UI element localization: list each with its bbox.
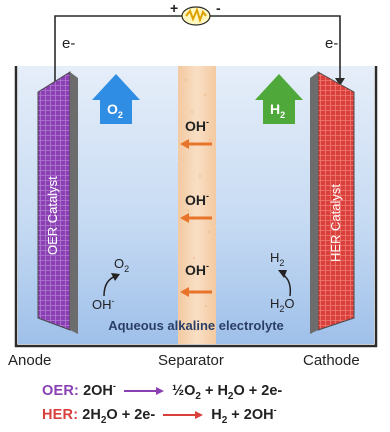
electrolyte-label: Aqueous alkaline electrolyte — [108, 318, 284, 333]
cathode-electrode-edge — [310, 72, 318, 334]
power-supply-icon — [181, 6, 211, 26]
her-equation: HER: 2H2O + 2e- H2 + 2OH- — [42, 405, 277, 426]
separator-name: Separator — [158, 352, 224, 369]
oer-lhs: 2OH- — [83, 381, 116, 399]
separator-ion-arrow — [180, 139, 212, 149]
electron-arrow-cathode — [335, 78, 345, 86]
oer-rhs: ½O2 + H2O + 2e- — [171, 382, 283, 402]
cathode-name: Cathode — [303, 352, 360, 369]
anode-catalyst-label: OER Catalyst — [45, 176, 60, 255]
separator-ion-arrow — [180, 213, 212, 223]
her-rhs: H2 + 2OH- — [211, 405, 277, 426]
separator-ion-label: OH- — [185, 261, 209, 278]
anode-product-label: O2 — [114, 256, 129, 274]
separator-membrane — [178, 66, 216, 344]
anode-electrode-edge — [70, 72, 78, 334]
oer-equation: OER: 2OH- ½O2 + H2O + 2e- — [42, 381, 282, 402]
wire-label-right: e- — [325, 35, 338, 52]
separator-ion-label: OH- — [185, 117, 209, 134]
anode-hydroxide-label: OH- — [92, 296, 115, 312]
container — [14, 66, 378, 348]
oxygen-gas-label: O2 — [107, 101, 123, 120]
oxygen-gas-arrow — [92, 74, 140, 124]
separator-ion-arrow — [180, 287, 212, 297]
her-lhs: 2H2O + 2e- — [82, 406, 156, 426]
plus-sign: + — [170, 0, 178, 16]
cathode-water-label: H2O — [270, 296, 295, 314]
separator-texture — [182, 78, 212, 332]
anode-name: Anode — [8, 352, 52, 369]
hydrogen-gas-label: H2 — [270, 101, 285, 120]
oer-tag: OER: — [42, 382, 80, 399]
cathode-catalyst-label: HER Catalyst — [328, 184, 343, 262]
wire-label-left: e- — [62, 35, 75, 52]
oer-arrow-icon — [123, 387, 164, 395]
cathode-reaction-arrowhead — [278, 270, 287, 278]
circuit-wire — [54, 15, 341, 85]
electrolyzer-diagram: e- e- + - OER Catalyst HER Catalyst OH- … — [14, 0, 378, 348]
minus-sign: - — [216, 0, 221, 16]
cathode-product-label: H2 — [270, 250, 284, 268]
component-labels: Anode Separator Cathode — [0, 352, 390, 372]
her-arrow-icon — [163, 411, 204, 419]
anode-reaction-arrowhead — [111, 273, 120, 281]
hydrogen-gas-arrow — [255, 74, 303, 124]
her-tag: HER: — [42, 406, 79, 423]
separator-ion-label: OH- — [185, 191, 209, 208]
